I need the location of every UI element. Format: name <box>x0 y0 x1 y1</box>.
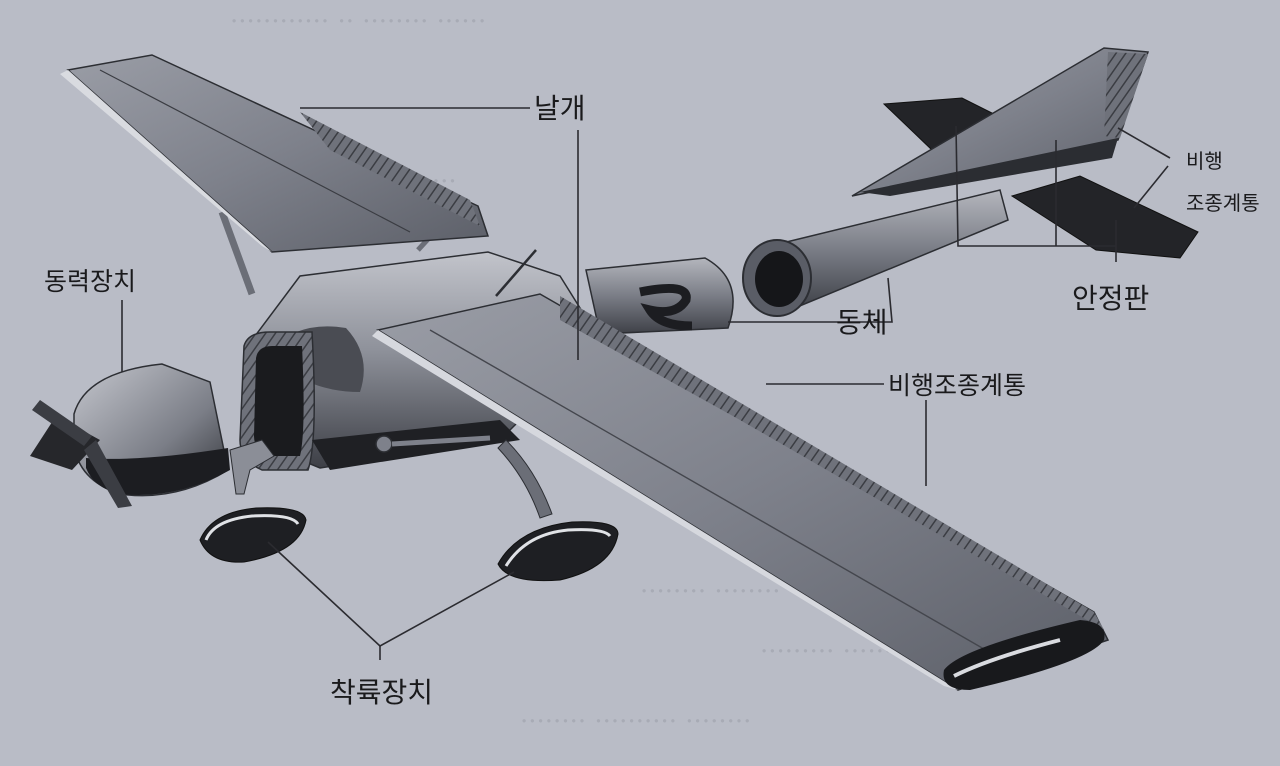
label-powerplant: 동력장치 <box>44 267 136 296</box>
right-wing-part <box>372 293 1110 691</box>
leader-flight-control-top-a <box>1117 127 1171 159</box>
svg-text:········ ·········· ········: ········ ·········· ········ <box>520 707 751 737</box>
label-wing: 날개 <box>534 92 586 125</box>
leader-landing-gear-left <box>267 541 381 647</box>
leader-flight-control-top-b <box>1133 165 1169 209</box>
leader-fuselage-a <box>830 277 893 323</box>
labels: 날개 동력장치 동체 비행조종계통 비행 조종계통 안정판 착륙장치 <box>44 92 1260 709</box>
leader-stabilizer-a <box>955 125 1116 247</box>
leader-landing-gear-right <box>379 571 515 647</box>
stabilizer-parts <box>851 47 1199 259</box>
left-wing-part <box>60 54 490 296</box>
leader-lines <box>121 107 1171 660</box>
label-fuselage: 동체 <box>836 306 888 339</box>
rear-fuselage-part <box>742 189 1009 317</box>
powerplant-part <box>30 363 275 508</box>
label-landing-gear: 착륙장치 <box>330 676 433 709</box>
landing-gear-parts <box>199 507 619 582</box>
label-flight-control-right: 비행조종계통 <box>888 371 1026 400</box>
label-flight-control-top-line1: 비행 <box>1186 149 1223 173</box>
label-stabilizer: 안정판 <box>1072 282 1149 315</box>
svg-text:············ ·· ········ ·····: ············ ·· ········ ······ <box>230 7 486 37</box>
label-flight-control-top-line2: 조종계통 <box>1186 191 1260 215</box>
